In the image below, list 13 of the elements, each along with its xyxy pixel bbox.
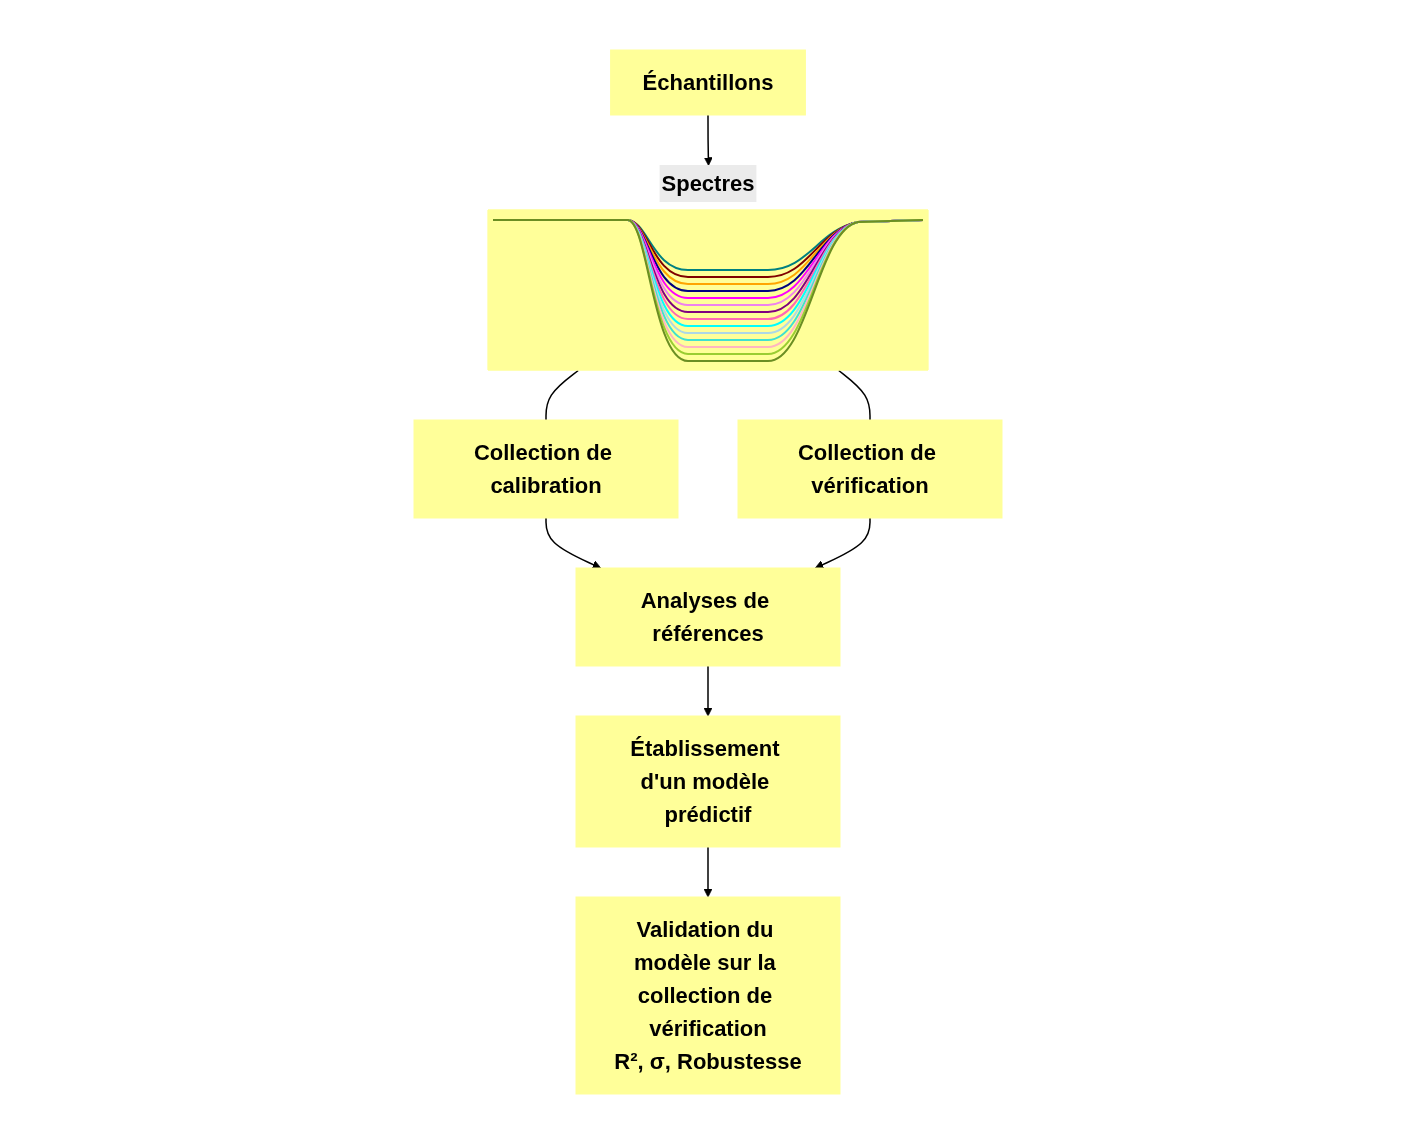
arrow <box>703 114 713 166</box>
arrow <box>703 665 712 717</box>
arrow <box>544 517 601 569</box>
node-box: Analyses de références <box>575 567 840 667</box>
arrow <box>814 517 871 569</box>
connector <box>837 369 871 421</box>
arrow <box>703 846 712 898</box>
node-box: Collection de vérification <box>737 419 1002 519</box>
node-box: Validation du modèle sur la collection de vérification R², σ, Robustesse <box>575 896 840 1095</box>
node-box: Collection de calibration <box>413 419 678 519</box>
connector <box>544 369 579 421</box>
node-box: Échantillons <box>609 49 806 116</box>
node-box: Établissement d'un modèle prédictif <box>575 715 840 848</box>
